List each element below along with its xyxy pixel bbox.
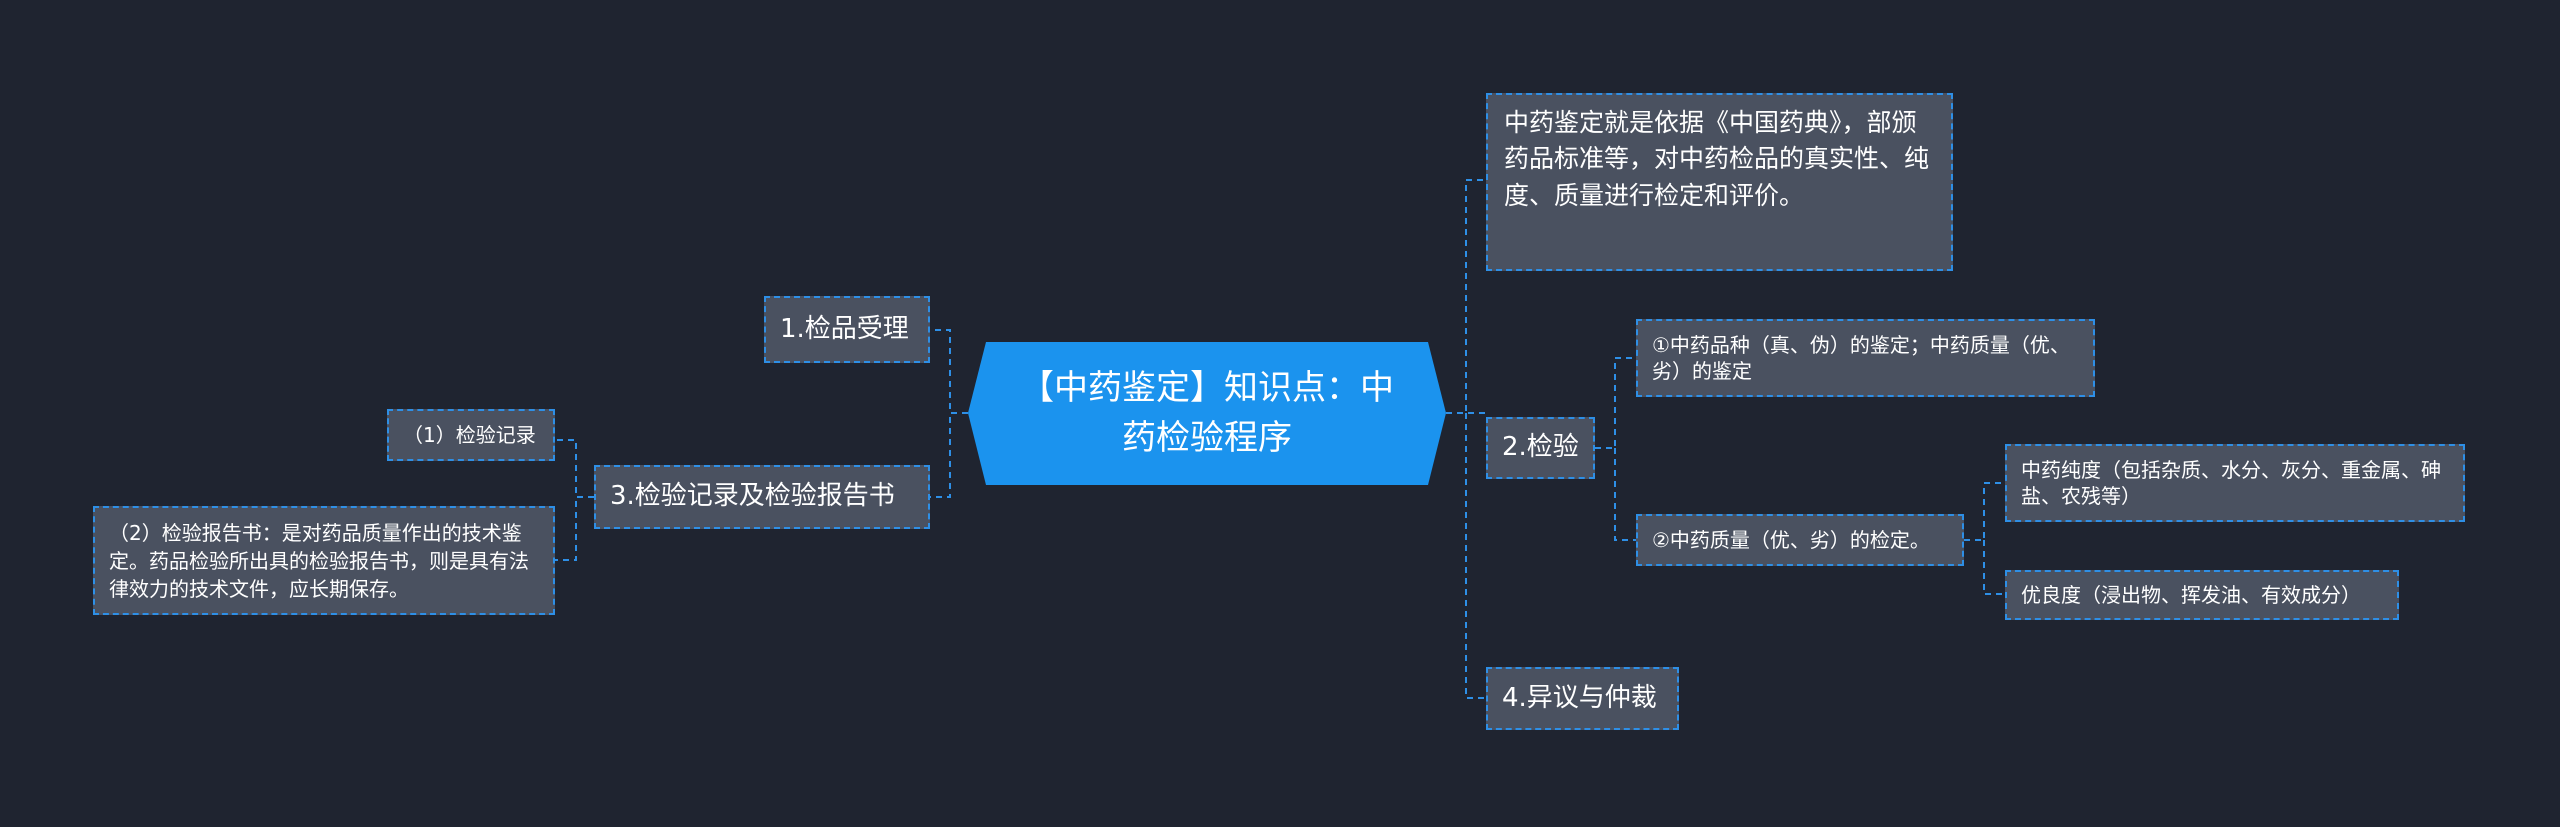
node-inspection-records[interactable]: （1）检验记录 xyxy=(387,409,555,461)
link-n3-child2 xyxy=(555,496,594,561)
node-quality-check[interactable]: ②中药质量（优、劣）的检定。 xyxy=(1636,514,1964,566)
link-root-n4 xyxy=(1465,413,1486,699)
node-definition-label: 中药鉴定就是依据《中国药典》，部颁药品标准等，对中药检品的真实性、纯度、质量进行… xyxy=(1504,108,1930,210)
node-sample-acceptance[interactable]: 1.检品受理 xyxy=(764,296,930,363)
node-variety-identification[interactable]: ①中药品种（真、伪）的鉴定；中药质量（优、劣）的鉴定 xyxy=(1636,319,2095,397)
node-purity[interactable]: 中药纯度（包括杂质、水分、灰分、重金属、砷盐、农残等） xyxy=(2005,444,2465,522)
node-sample-acceptance-label: 1.检品受理 xyxy=(780,313,909,344)
link-n2-child1 xyxy=(1595,357,1636,449)
link-quality-grade xyxy=(1983,540,2005,595)
node-records-reports-label: 3.检验记录及检验报告书 xyxy=(610,481,895,512)
node-variety-identification-label: ①中药品种（真、伪）的鉴定；中药质量（优、劣）的鉴定 xyxy=(1652,333,2070,383)
node-objection-arbitration[interactable]: 4.异议与仲裁 xyxy=(1486,667,1679,730)
node-grade[interactable]: 优良度（浸出物、挥发油、有效成分） xyxy=(2005,570,2399,620)
root-label: 【中药鉴定】知识点：中药检验程序 xyxy=(1020,368,1394,458)
link-n2-child2 xyxy=(1614,448,1636,541)
node-inspection[interactable]: 2.检验 xyxy=(1486,417,1595,479)
node-inspection-report[interactable]: （2）检验报告书：是对药品质量作出的技术鉴定。药品检验所出具的检验报告书，则是具… xyxy=(93,506,555,615)
node-inspection-report-label: （2）检验报告书：是对药品质量作出的技术鉴定。药品检验所出具的检验报告书，则是具… xyxy=(109,520,529,601)
root-node[interactable]: 【中药鉴定】知识点：中药检验程序 xyxy=(968,342,1446,485)
node-inspection-records-label: （1）检验记录 xyxy=(403,423,536,447)
node-grade-label: 优良度（浸出物、挥发油、有效成分） xyxy=(2021,583,2361,607)
node-records-reports[interactable]: 3.检验记录及检验报告书 xyxy=(594,465,930,529)
node-inspection-label: 2.检验 xyxy=(1502,432,1579,463)
link-root-n3 xyxy=(930,412,968,498)
node-quality-check-label: ②中药质量（优、劣）的检定。 xyxy=(1652,528,1930,552)
link-n3-child1 xyxy=(555,439,594,498)
node-objection-arbitration-label: 4.异议与仲裁 xyxy=(1502,682,1657,713)
link-quality-purity xyxy=(1964,482,2005,541)
node-purity-label: 中药纯度（包括杂质、水分、灰分、重金属、砷盐、农残等） xyxy=(2021,458,2441,508)
node-definition[interactable]: 中药鉴定就是依据《中国药典》，部颁药品标准等，对中药检品的真实性、纯度、质量进行… xyxy=(1486,93,1953,271)
link-root-desc xyxy=(1446,179,1486,414)
link-root-n1 xyxy=(930,329,968,414)
